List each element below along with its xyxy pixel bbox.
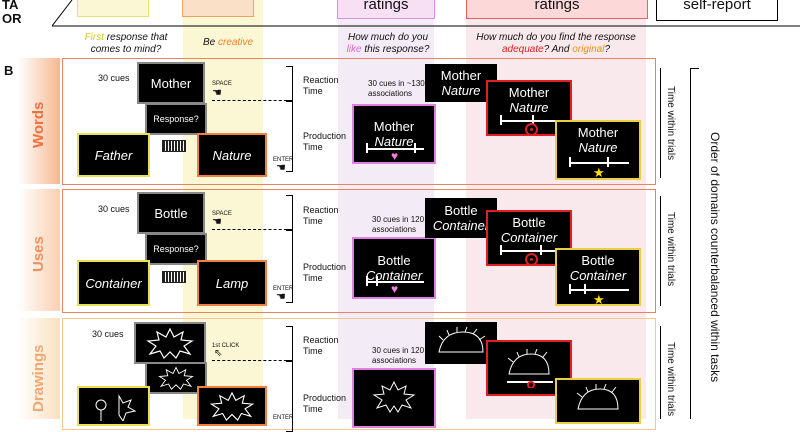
- drawings-side-band: [18, 318, 60, 419]
- uses-hand-icon: ☚: [212, 216, 222, 228]
- like-column-tint: [338, 0, 434, 419]
- target-icon: [525, 123, 538, 136]
- uses-reaction-bracket: [286, 195, 293, 231]
- hand-icon: ☚: [212, 87, 222, 99]
- words-assoc: 30 cues in ~130 associations: [368, 79, 425, 98]
- drawings-pair-bg-screen: [425, 322, 497, 364]
- drawings-blank-screen: [145, 362, 207, 394]
- cursor-icon: ⇖: [214, 348, 223, 359]
- enter-label: ENTER: [273, 157, 294, 163]
- uses-pair-bg-screen: Bottle Container: [425, 198, 497, 238]
- words-response-screen: Response?: [145, 103, 207, 135]
- drawings-cues-count: 30 cues: [92, 329, 124, 339]
- drawings-dash-1: [212, 360, 292, 361]
- header-first-response: First response that comes to mind?: [84, 32, 168, 55]
- drawings-reaction-time: Reaction Time: [303, 335, 339, 356]
- uses-side-band: [18, 189, 60, 311]
- uses-target-icon: [525, 253, 538, 266]
- drawings-production-time: Production Time: [303, 393, 347, 414]
- words-side-label: Words: [30, 101, 47, 148]
- uses-dash-1: [212, 229, 292, 230]
- header-be-creative: Be creative: [202, 37, 254, 48]
- ratings-box-find: ratings: [466, 0, 648, 19]
- uses-heart-icon: ♥: [391, 282, 399, 296]
- star-icon: ★: [593, 165, 605, 180]
- words-dash-1: [212, 100, 292, 101]
- drawings-cue-screen: [134, 322, 206, 364]
- drawings-time-arrow: [660, 326, 661, 419]
- words-reaction-time: Reaction Time: [303, 75, 339, 96]
- drawings-like-screen: [352, 368, 436, 428]
- words-panel: [62, 58, 656, 185]
- ratings-box-like: ratings: [337, 0, 435, 19]
- uses-reaction-time: Reaction Time: [303, 205, 339, 226]
- uses-original-screen: Bottle Container ★: [555, 248, 641, 306]
- drawings-side-label: Drawings: [30, 344, 47, 412]
- drawings-first-response: [77, 386, 150, 426]
- words-reaction-bracket: [286, 66, 293, 102]
- drawings-reaction-bracket: [286, 326, 293, 362]
- drawings-adequate-screen: [486, 340, 572, 396]
- uses-time-within-trials: Time within trials: [665, 212, 676, 287]
- uses-production-time: Production Time: [303, 262, 347, 283]
- words-time-arrow: [660, 68, 661, 178]
- words-production-bracket: [286, 100, 293, 172]
- uses-hand-icon-enter: ☚: [276, 291, 286, 303]
- drawings-production-bracket: [286, 360, 293, 432]
- words-pair-bg-screen: Mother Nature: [425, 64, 497, 102]
- top-strip: ratings ratings self-report: [52, 0, 800, 27]
- uses-side-label: Uses: [30, 236, 47, 272]
- click-label: 1st CLICK: [212, 343, 240, 349]
- uses-cues-count: 30 cues: [98, 204, 130, 214]
- uses-response-screen: Response?: [145, 233, 207, 265]
- uses-time-arrow: [660, 196, 661, 306]
- drawings-time-within-trials: Time within trials: [665, 342, 676, 417]
- uses-assoc: 30 cues in 120 associations: [372, 215, 425, 234]
- drawings-original-screen: [555, 378, 641, 424]
- uses-space-label: SPACE: [212, 211, 232, 217]
- words-like-screen: Mother Nature ♥: [352, 104, 436, 164]
- uses-star-icon: ★: [593, 292, 605, 307]
- uses-keyboard-icon: [162, 271, 186, 283]
- heart-icon: ♥: [391, 149, 399, 163]
- uses-creative-response: Lamp: [197, 260, 267, 306]
- order-bracket: [690, 68, 699, 419]
- words-time-within-trials: Time within trials: [665, 86, 676, 161]
- header-adequate-original: How much do you find the response adequa…: [476, 32, 636, 55]
- header-like: How much do you like this response?: [346, 32, 430, 55]
- order-counterbalanced-label: Order of domains counterbalanced within …: [708, 132, 722, 383]
- uses-production-bracket: [286, 229, 293, 303]
- words-creative-response: Nature: [197, 133, 267, 177]
- drawings-enter-label: ENTER: [273, 415, 294, 421]
- uses-like-screen: Bottle Container ♥: [352, 237, 436, 299]
- uses-cue-screen: Bottle: [137, 192, 205, 234]
- top-side-label: TA OR: [2, 0, 22, 26]
- words-original-screen: Mother Nature ★: [555, 120, 641, 180]
- words-first-response: Father: [77, 133, 150, 177]
- space-label: SPACE: [212, 81, 232, 87]
- words-side-band: [18, 58, 60, 184]
- self-report-box: self-report: [656, 0, 778, 21]
- section-letter: B: [4, 63, 14, 78]
- hand-icon-enter: ☚: [276, 162, 286, 174]
- uses-panel: [62, 189, 656, 313]
- uses-first-response: Container: [77, 260, 150, 306]
- words-cue-screen: Mother: [137, 62, 205, 104]
- keyboard-icon: [162, 140, 186, 152]
- drawings-creative-response: [197, 386, 267, 426]
- words-production-time: Production Time: [303, 131, 347, 152]
- words-cues-count: 30 cues: [98, 73, 130, 83]
- drawings-assoc: 30 cues in 120 associations: [372, 346, 425, 365]
- uses-enter-label: ENTER: [273, 286, 294, 292]
